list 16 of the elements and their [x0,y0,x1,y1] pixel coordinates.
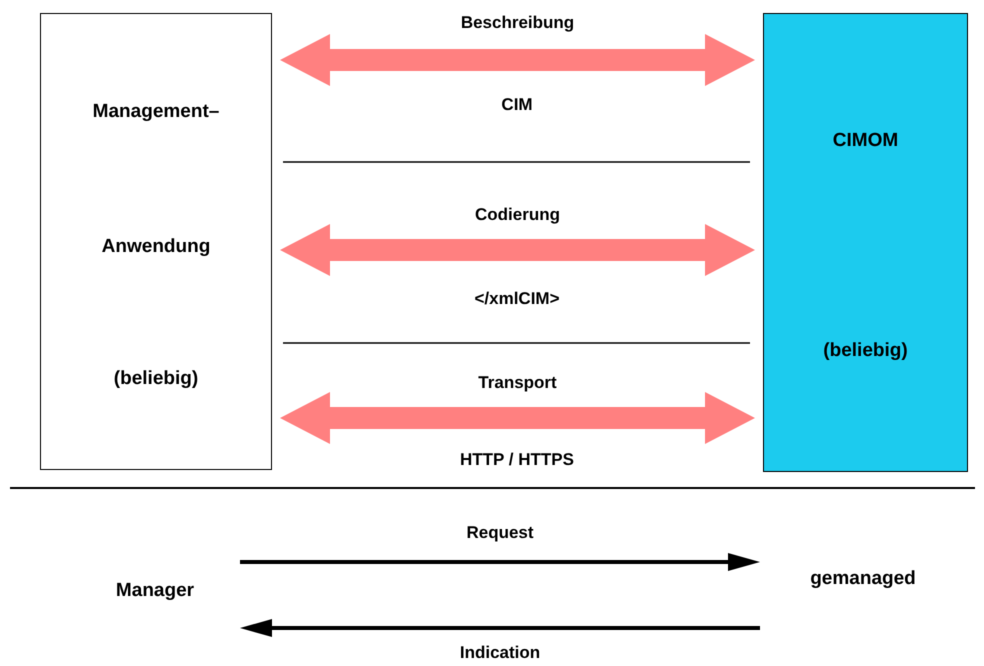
application-box [40,13,272,470]
protocol-label: CIM [501,94,533,116]
arrow [240,553,760,571]
double-arrow [280,392,755,444]
arrow [240,619,760,637]
box-title: CIMOM [832,129,900,153]
double-arrow [280,34,755,86]
object-manager-box [763,13,968,472]
double-arrow [280,224,755,276]
box-note: (beliebig) [822,339,909,363]
box-note: (beliebig) [112,367,200,391]
box-title: Management– Anwendung [92,100,220,259]
protocol-label: HTTP / HTTPS [460,449,574,471]
role-label: Manager [80,574,230,608]
role-label: gemanaged [770,562,956,596]
protocol-label: </xmlCIM> [474,288,560,310]
